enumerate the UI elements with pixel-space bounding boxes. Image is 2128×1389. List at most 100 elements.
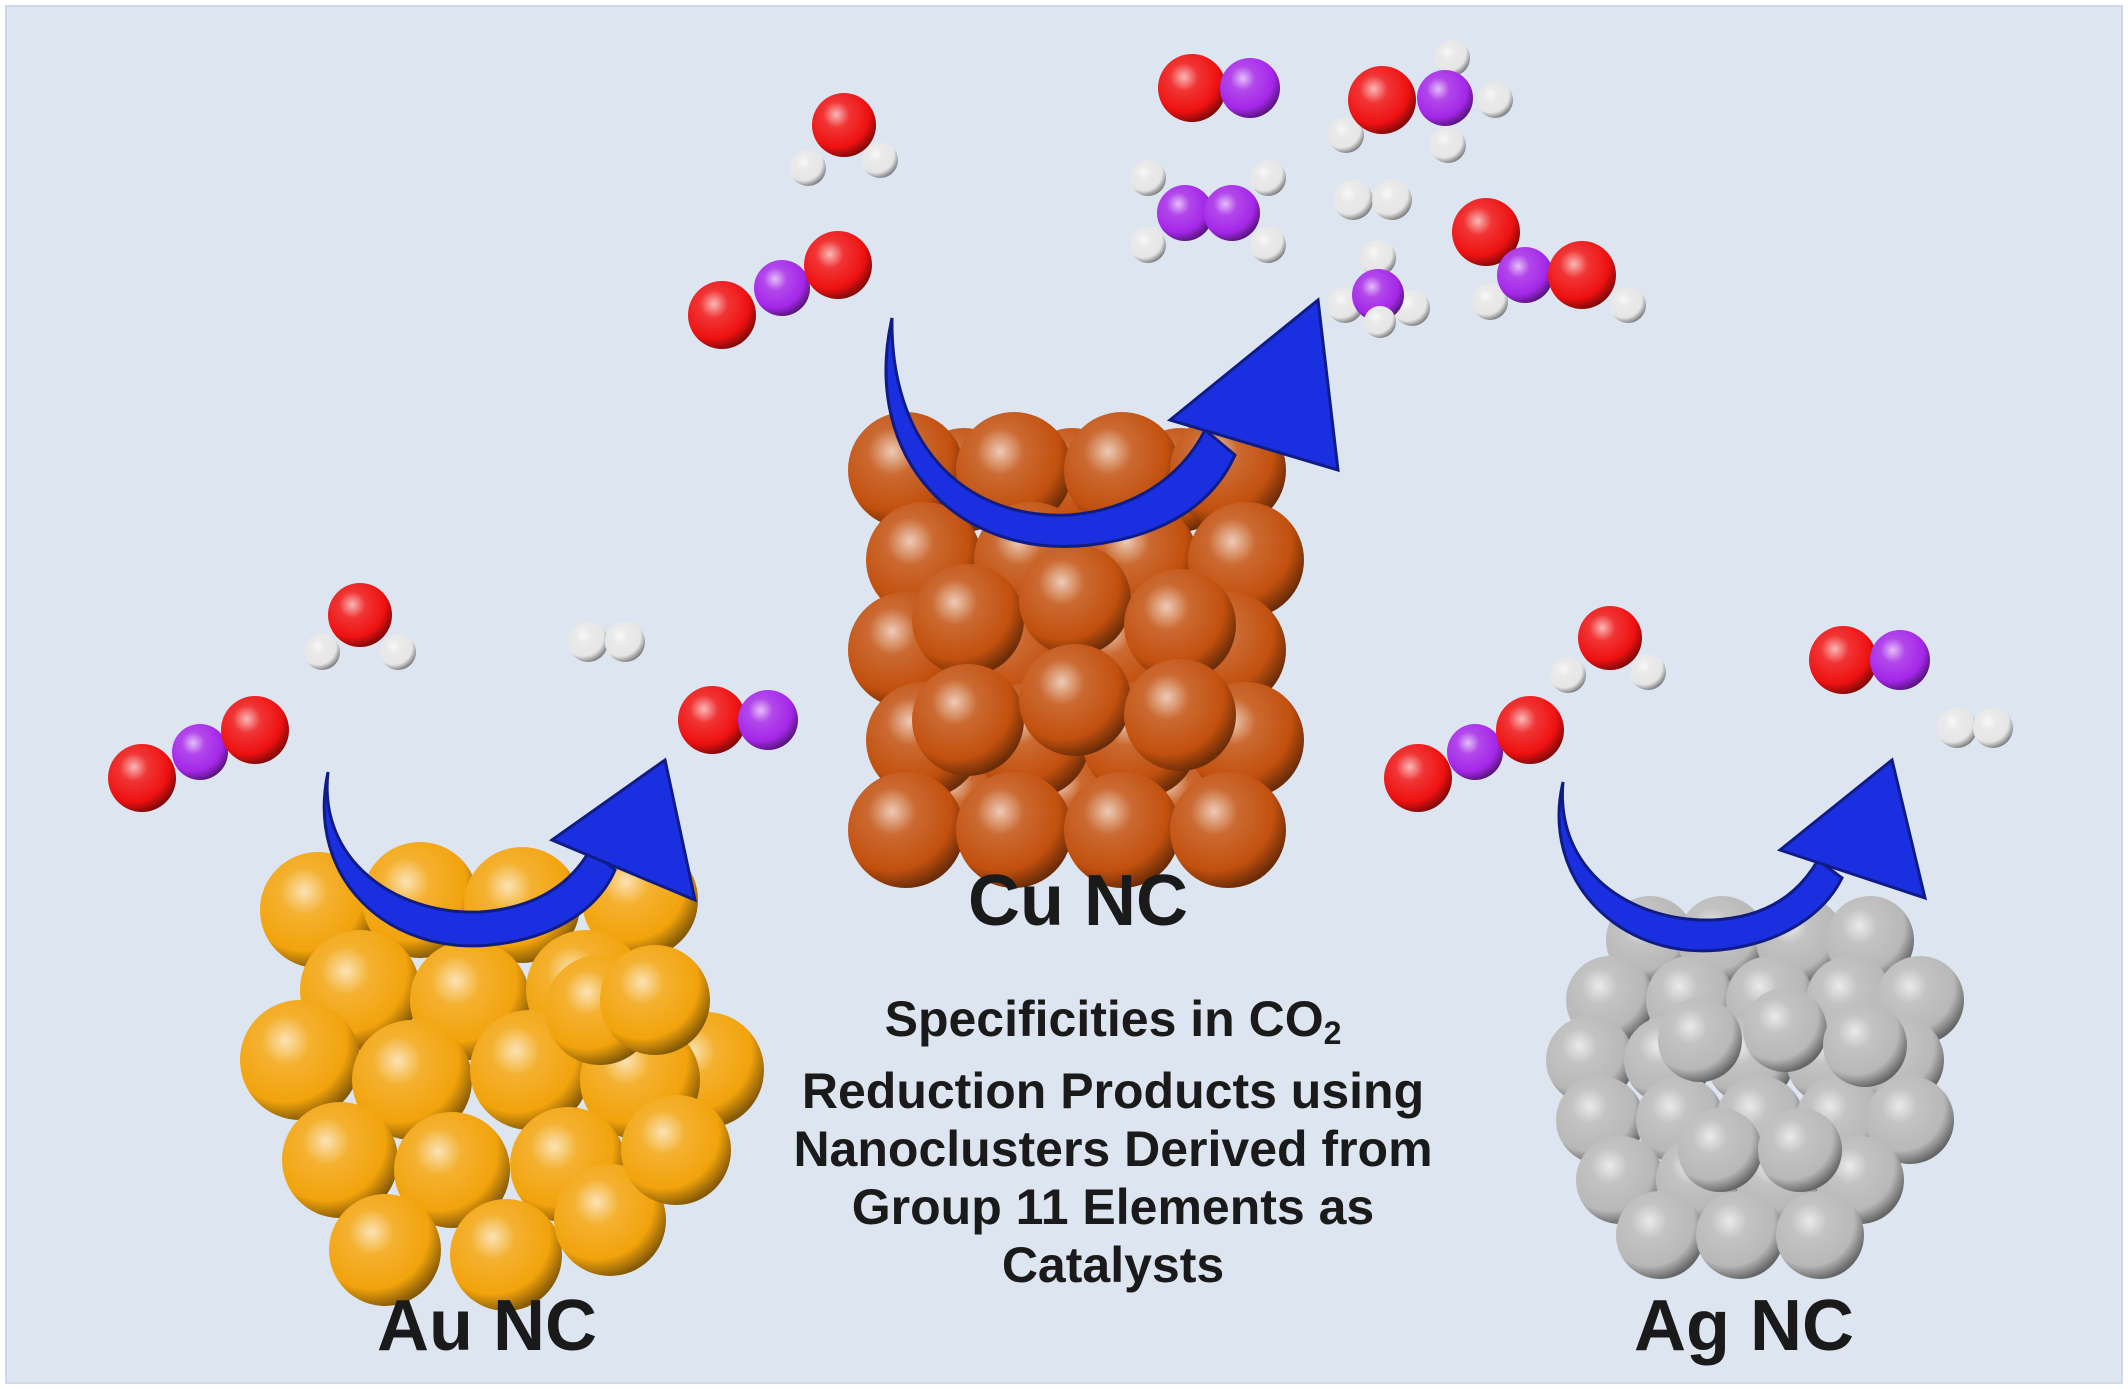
cu-co-molecule — [1158, 54, 1280, 122]
cu-nanocluster-atom — [1124, 659, 1236, 771]
au-co-molecule — [678, 686, 798, 754]
oxygen-atom — [1496, 696, 1564, 764]
oxygen-atom — [1578, 606, 1642, 670]
cu-nanocluster-atom — [1124, 569, 1236, 681]
oxygen-atom — [804, 231, 872, 299]
cu-reaction-arrow — [884, 297, 1340, 548]
hydrogen-atom — [568, 622, 608, 662]
hydrogen-atom — [1430, 127, 1466, 163]
cu-nanocluster-atom — [912, 664, 1024, 776]
cu-nanocluster-atom — [1170, 772, 1286, 888]
cu-nanocluster-atom — [1064, 772, 1180, 888]
oxygen-atom — [1809, 626, 1877, 694]
au-nanocluster-atom — [282, 1102, 398, 1218]
oxygen-atom — [1158, 54, 1226, 122]
ag-co-molecule — [1809, 626, 1930, 694]
hydrogen-atom — [1472, 284, 1508, 320]
cu-nanocluster-atom — [848, 412, 964, 528]
carbon-atom — [1870, 630, 1930, 690]
carbon-atom — [1204, 185, 1260, 241]
hydrogen-atom — [1130, 160, 1166, 196]
au-water-molecule — [304, 583, 416, 670]
oxygen-atom — [1452, 198, 1520, 266]
oxygen-atom — [328, 583, 392, 647]
ag-nanocluster-atom — [1678, 1108, 1762, 1192]
ag-nanocluster-atom — [1823, 1003, 1907, 1087]
carbon-atom — [1220, 58, 1280, 118]
hydrogen-atom — [1364, 306, 1396, 338]
caption-line-1-text: Specificities in CO — [884, 991, 1324, 1047]
hydrogen-atom — [605, 622, 645, 662]
hydrogen-atom — [1937, 708, 1977, 748]
ag-nanocluster-atom — [1776, 1191, 1864, 1279]
cu-water-molecule — [790, 93, 898, 186]
cu-co2-molecule — [688, 231, 872, 349]
cu-nanocluster-atom — [956, 772, 1072, 888]
cu-reaction-arrow-head — [1166, 297, 1340, 473]
ag-reaction-arrow-head — [1776, 757, 1928, 901]
cu-methane-molecule — [1327, 240, 1430, 338]
hydrogen-atom — [790, 150, 826, 186]
hydrogen-atom — [1630, 654, 1666, 690]
au-reaction-arrow-shaft — [322, 771, 617, 948]
ag-nanocluster-atom — [1743, 988, 1827, 1072]
carbon-atom — [738, 690, 798, 750]
au-reaction-arrow — [322, 757, 698, 948]
hydrogen-atom — [1130, 227, 1166, 263]
au-nanocluster-atom — [394, 1112, 510, 1228]
au-nc-label: Au NC — [377, 1286, 597, 1366]
caption-line-4: Group 11 Elements as — [851, 1179, 1375, 1235]
hydrogen-atom — [1360, 240, 1396, 276]
carbon-atom — [1417, 70, 1473, 126]
cu-nanocluster-atom — [1019, 644, 1131, 756]
cu-nc-label: Cu NC — [968, 861, 1188, 941]
oxygen-atom — [1384, 744, 1452, 812]
carbon-atom — [1157, 185, 1213, 241]
au-nanocluster-atom — [450, 1199, 562, 1311]
hydrogen-atom — [862, 142, 898, 178]
hydrogen-atom — [380, 634, 416, 670]
carbon-atom — [754, 260, 810, 316]
ag-nanocluster-atom — [1616, 1191, 1704, 1279]
au-nanocluster — [240, 842, 764, 1311]
carbon-atom — [1447, 724, 1503, 780]
caption-line-1: Specificities in CO2 — [793, 990, 1432, 1062]
carbon-atom — [172, 724, 228, 780]
ag-nanocluster-atom — [1696, 1191, 1784, 1279]
cu-ethane-molecule — [1130, 160, 1286, 263]
cu-formic-acid-molecule — [1452, 198, 1646, 323]
oxygen-atom — [221, 696, 289, 764]
au-nanocluster-atom — [554, 1164, 666, 1276]
cu-nanocluster-atom — [1019, 544, 1131, 656]
oxygen-atom — [1348, 66, 1416, 134]
ag-nanocluster-atom — [1866, 1076, 1954, 1164]
au-nanocluster-atom — [240, 1000, 360, 1120]
oxygen-atom — [108, 744, 176, 812]
au-nanocluster-atom — [600, 945, 710, 1055]
oxygen-atom — [812, 93, 876, 157]
ag-water-molecule — [1550, 606, 1666, 693]
hydrogen-atom — [1973, 708, 2013, 748]
cu-reaction-arrow-shaft — [884, 317, 1237, 548]
hydrogen-atom — [304, 634, 340, 670]
ag-nanocluster-atom — [1758, 1108, 1842, 1192]
ag-co2-molecule — [1384, 696, 1564, 812]
au-nanocluster-atom — [352, 1020, 472, 1140]
carbon-atom — [1497, 247, 1553, 303]
oxygen-atom — [678, 686, 746, 754]
cu-hydrogen-molecule — [1333, 180, 1412, 220]
ag-reaction-arrow — [1557, 757, 1928, 953]
ag-nanocluster-atom — [1658, 998, 1742, 1082]
hydrogen-atom — [1333, 180, 1373, 220]
au-nanocluster-atom — [329, 1194, 441, 1306]
au-co2-molecule — [108, 696, 289, 812]
hydrogen-atom — [1477, 82, 1513, 118]
hydrogen-atom — [1550, 657, 1586, 693]
ag-reaction-arrow-shaft — [1557, 781, 1844, 953]
cu-nanocluster — [848, 412, 1304, 888]
hydrogen-atom — [1434, 40, 1470, 76]
cu-nanocluster-atom — [848, 772, 964, 888]
carbon-atom — [1352, 269, 1404, 321]
